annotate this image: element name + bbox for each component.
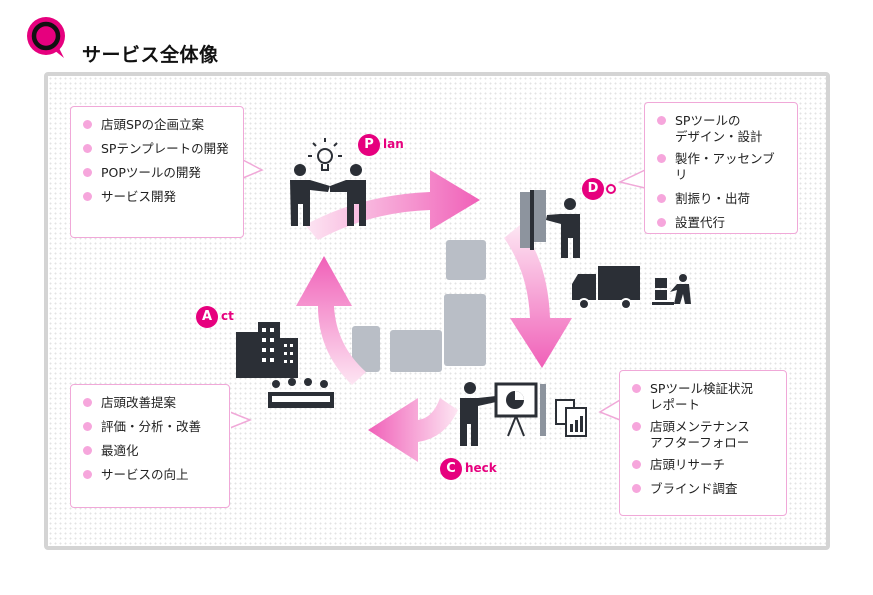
- speech-bubble-icon: [27, 17, 65, 58]
- list-item: 製作・アッセンブリ: [657, 151, 787, 183]
- act-box: 店頭改善提案 評価・分析・改善 最適化 サービスの向上: [70, 384, 230, 508]
- japan-map-icon: [352, 240, 486, 372]
- act-to-plan-arrow: [296, 256, 366, 385]
- delivery-truck-icon: [572, 266, 640, 310]
- list-item: 設置代行: [657, 215, 787, 231]
- list-item: SPツール検証状況 レポート: [632, 381, 776, 413]
- phase-do-ring: [606, 184, 616, 194]
- list-item: ブラインド調査: [632, 481, 776, 497]
- list-item: POPツールの開発: [83, 165, 233, 181]
- list-item: 評価・分析・改善: [83, 419, 219, 435]
- lightbulb-icon: [308, 138, 342, 171]
- list-item: 最適化: [83, 443, 219, 459]
- plan-box: 店頭SPの企画立案 SPテンプレートの開発 POPツールの開発 サービス開発: [70, 106, 244, 238]
- list-item: 店頭リサーチ: [632, 457, 776, 473]
- check-box: SPツール検証状況 レポート 店頭メンテナンス アフターフォロー 店頭リサーチ …: [619, 370, 787, 516]
- list-item: サービスの向上: [83, 467, 219, 483]
- check-to-act-arrow: [368, 398, 458, 462]
- do-box: SPツールの デザイン・設計 製作・アッセンブリ 割振り・出荷 設置代行: [644, 102, 798, 234]
- check-presenter-icon: [460, 382, 496, 446]
- report-document-icon: [540, 384, 587, 437]
- presentation-board-icon: [494, 382, 538, 437]
- list-item: SPテンプレートの開発: [83, 141, 233, 157]
- page-title: サービス全体像: [82, 44, 219, 66]
- presenter-icon: [546, 198, 580, 258]
- office-building-icon: [236, 322, 298, 378]
- worker-boxes-icon: [652, 274, 691, 305]
- list-item: 店頭SPの企画立案: [83, 117, 233, 133]
- list-item: 店頭メンテナンス アフターフォロー: [632, 419, 776, 451]
- display-stand-icon: [520, 190, 546, 250]
- list-item: サービス開発: [83, 189, 233, 205]
- meeting-table-icon: [268, 378, 334, 408]
- handshake-people-icon: [290, 164, 366, 226]
- do-to-check-arrow: [504, 225, 572, 368]
- list-item: SPツールの デザイン・設計: [657, 113, 787, 145]
- list-item: 割振り・出荷: [657, 191, 787, 207]
- plan-to-do-arrow: [305, 170, 480, 240]
- list-item: 店頭改善提案: [83, 395, 219, 411]
